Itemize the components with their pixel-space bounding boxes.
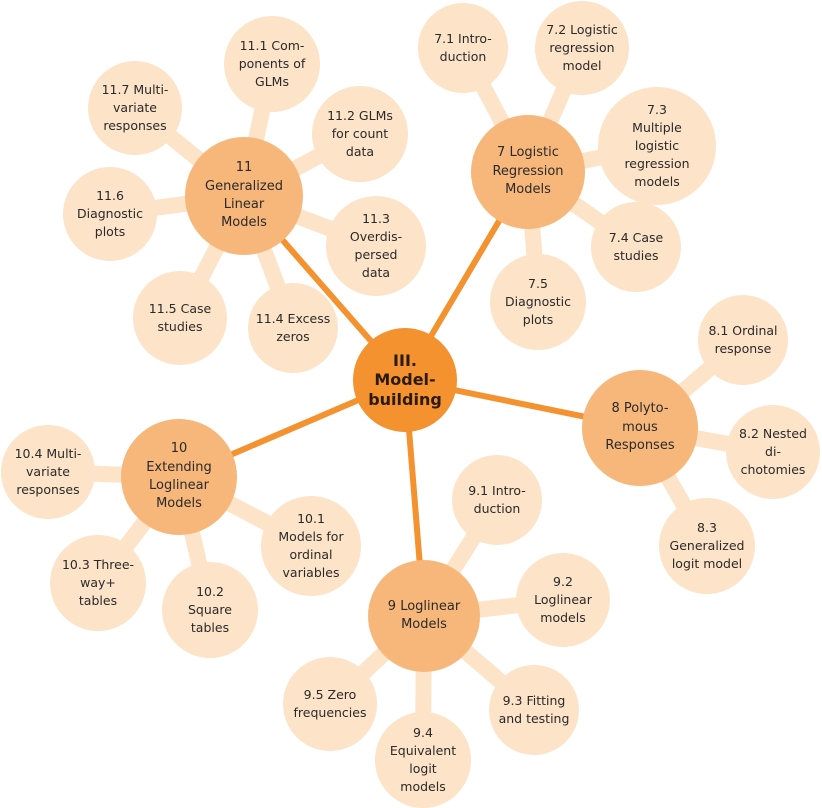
section-node-s11-7: 11.7 Multi- variate responses (88, 61, 182, 155)
chapter-node-ch7-label: 7 Logistic Regression Models (492, 145, 564, 198)
section-node-s11-4: 11.4 Excess zeros (248, 283, 338, 373)
section-node-s11-3: 11.3 Overdis- persed data (326, 196, 426, 296)
chapter-node-ch8: 8 Polyto- mous Responses (582, 370, 698, 486)
section-node-s11-5-label: 11.5 Case studies (148, 300, 212, 334)
section-node-s10-2-label: 10.2 Square tables (187, 583, 232, 636)
section-node-s9-3-label: 9.3 Fitting and testing (498, 692, 570, 726)
section-node-s9-1: 9.1 Intro- duction (452, 455, 542, 545)
section-node-s10-1: 10.1 Models for ordinal variables (261, 496, 361, 596)
chapter-node-ch9-label: 9 Loglinear Models (387, 598, 461, 632)
section-node-s10-3: 10.3 Three- way+ tables (50, 535, 146, 631)
section-node-s10-3-label: 10.3 Three- way+ tables (61, 556, 135, 609)
section-node-s7-3: 7.3 Multiple logistic regression models (598, 87, 716, 205)
section-node-s8-2-label: 8.2 Nested di- chotomies (739, 425, 807, 478)
section-node-s8-2: 8.2 Nested di- chotomies (726, 405, 820, 499)
section-node-s11-1-label: 11.1 Com- ponents of GLMs (238, 37, 306, 90)
section-node-s7-2-label: 7.2 Logistic regression model (546, 21, 618, 74)
chapter-node-ch10-label: 10 Extending Loglinear Models (146, 441, 212, 512)
section-node-s8-3-label: 8.3 Generalized logit model (669, 519, 745, 572)
section-node-s10-4: 10.4 Multi- variate responses (1, 425, 95, 519)
root-node-label: III. Model- building (368, 351, 442, 409)
section-node-s11-1: 11.1 Com- ponents of GLMs (224, 16, 320, 112)
section-node-s9-5-label: 9.5 Zero frequencies (293, 686, 367, 720)
section-node-s10-2: 10.2 Square tables (162, 562, 258, 658)
section-node-s11-5: 11.5 Case studies (133, 271, 227, 365)
section-node-s9-2-label: 9.2 Loglinear models (534, 573, 592, 626)
section-node-s11-6: 11.6 Diagnostic plots (63, 167, 157, 261)
section-node-s11-7-label: 11.7 Multi- variate responses (101, 81, 169, 134)
section-node-s10-4-label: 10.4 Multi- variate responses (14, 445, 82, 498)
section-node-s9-4: 9.4 Equivalent logit models (375, 712, 471, 808)
section-node-s7-4: 7.4 Case studies (591, 202, 681, 292)
section-node-s11-3-label: 11.3 Overdis- persed data (349, 210, 403, 281)
chapter-node-ch7: 7 Logistic Regression Models (471, 115, 585, 229)
section-node-s10-1-label: 10.1 Models for ordinal variables (278, 510, 344, 581)
chapter-node-ch10: 10 Extending Loglinear Models (121, 419, 237, 535)
section-node-s11-6-label: 11.6 Diagnostic plots (76, 187, 144, 240)
section-node-s7-3-label: 7.3 Multiple logistic regression models (624, 101, 690, 190)
section-node-s8-3: 8.3 Generalized logit model (659, 498, 755, 594)
section-node-s7-5: 7.5 Diagnostic plots (490, 254, 586, 350)
section-node-s7-1-label: 7.1 Intro- duction (434, 30, 492, 64)
section-node-s7-2: 7.2 Logistic regression model (535, 1, 629, 95)
section-node-s9-2: 9.2 Loglinear models (516, 553, 610, 647)
chapter-node-ch11-label: 11 Generalized Linear Models (205, 160, 283, 231)
section-node-s11-2: 11.2 GLMs for count data (312, 86, 408, 182)
section-node-s9-4-label: 9.4 Equivalent logit models (389, 724, 457, 795)
section-node-s8-1: 8.1 Ordinal response (698, 295, 788, 385)
root-node: III. Model- building (353, 328, 457, 432)
chapter-node-ch9: 9 Loglinear Models (368, 560, 480, 672)
section-node-s9-1-label: 9.1 Intro- duction (468, 482, 526, 516)
section-node-s8-1-label: 8.1 Ordinal response (708, 322, 778, 356)
section-node-s7-1: 7.1 Intro- duction (418, 3, 508, 93)
section-node-s9-3: 9.3 Fitting and testing (489, 665, 579, 755)
section-node-s11-2-label: 11.2 GLMs for count data (327, 107, 393, 160)
section-node-s9-5: 9.5 Zero frequencies (283, 657, 377, 751)
chapter-node-ch11: 11 Generalized Linear Models (185, 137, 303, 255)
chapter-node-ch8-label: 8 Polyto- mous Responses (605, 401, 675, 454)
section-node-s7-4-label: 7.4 Case studies (608, 229, 664, 263)
section-node-s11-4-label: 11.4 Excess zeros (255, 310, 331, 344)
section-node-s7-5-label: 7.5 Diagnostic plots (504, 275, 572, 328)
